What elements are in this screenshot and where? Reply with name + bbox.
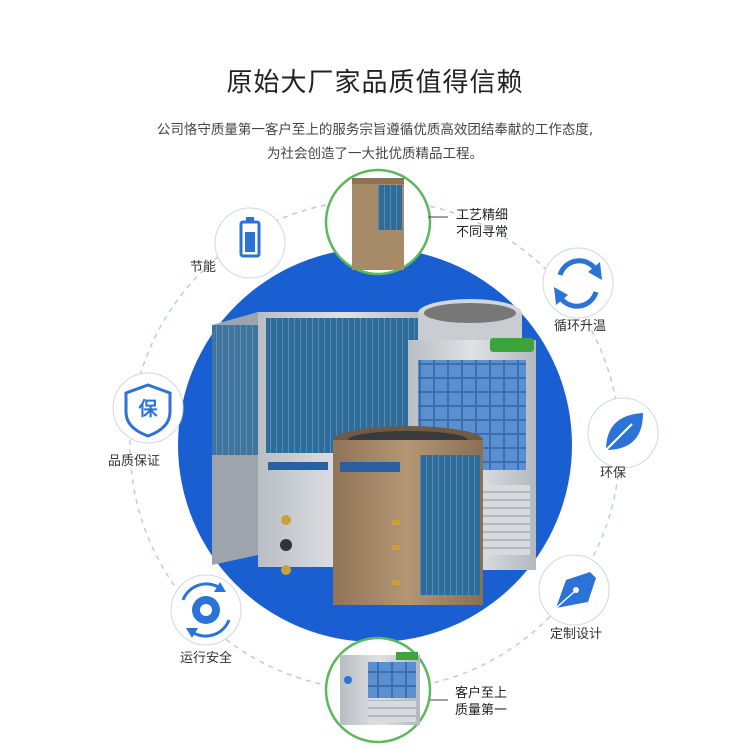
gear-cycle-icon [181, 582, 231, 638]
leaf-icon [603, 413, 643, 453]
top-callout-line-1: 工艺精细 [456, 208, 509, 223]
top-product-thumbnail [324, 168, 432, 276]
recycle-arrows-icon [554, 258, 602, 309]
pen-nib-icon [555, 572, 596, 609]
quality-label: 品质保证 [108, 454, 161, 469]
shield-icon [124, 383, 172, 438]
energy-saving-label: 节能 [190, 260, 217, 275]
bottom-callout-line-1: 客户至上 [455, 686, 508, 701]
custom-design-label: 定制设计 [550, 627, 603, 642]
bottom-callout: 客户至上 质量第一 [455, 685, 507, 719]
subtitle-line-1: 公司恪守质量第一客户至上的服务宗旨遵循优质高效团结奉献的工作态度, [156, 122, 594, 138]
bottom-callout-line-2: 质量第一 [455, 703, 508, 718]
safe-operation-label: 运行安全 [180, 651, 233, 666]
bottom-product-thumbnail [324, 636, 432, 744]
circulation-label: 循环升温 [554, 319, 607, 334]
shield-glyph: 保 [138, 398, 158, 420]
page-title: 原始大厂家品质值得信赖 [226, 68, 524, 98]
top-callout: 工艺精细 不同寻常 [456, 207, 508, 241]
eco-label: 环保 [600, 466, 627, 481]
compact-heat-pump-unit [333, 426, 483, 605]
top-callout-line-2: 不同寻常 [456, 225, 509, 240]
battery-icon [239, 217, 261, 258]
subtitle-line-2: 为社会创造了一大批优质精品工程。 [267, 146, 483, 162]
